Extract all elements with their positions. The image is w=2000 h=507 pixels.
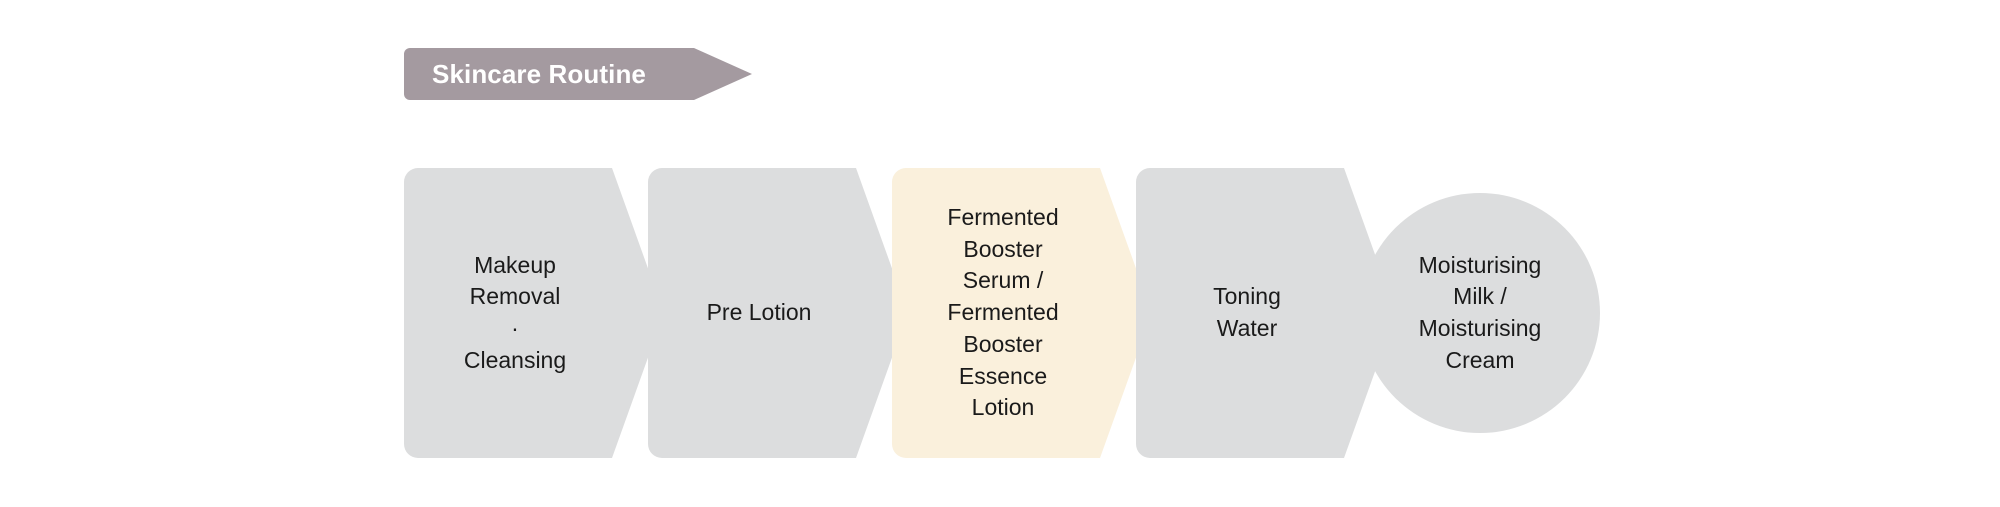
chevron-shape-icon (1136, 168, 1396, 458)
flow-stage-fermented-booster[interactable]: Fermented Booster Serum / Fermented Boos… (892, 168, 1152, 458)
skincare-routine-banner: Skincare Routine (404, 48, 752, 100)
skincare-routine-flow: Makeup Removal · Cleansing Pre Lotion Fe… (0, 168, 2000, 458)
flow-stage-pre-lotion[interactable]: Pre Lotion (648, 168, 908, 458)
flow-stage-makeup-removal-cleansing[interactable]: Makeup Removal · Cleansing (404, 168, 664, 458)
flow-stage-label: Moisturising Milk / Moisturising Cream (1418, 251, 1542, 373)
flow-stage-label: Makeup Removal · Cleansing (463, 251, 567, 373)
chevron-shape-icon (404, 168, 664, 458)
banner-arrow-shape (404, 48, 752, 100)
flow-stage-toning-water[interactable]: Toning Water (1136, 168, 1396, 458)
chevron-shape-highlighted-icon (892, 168, 1152, 458)
flow-stage-label: Pre Lotion (706, 299, 812, 326)
banner-title: Skincare Routine (432, 59, 646, 89)
flow-stage-label: Fermented Booster Serum / Fermented Boos… (947, 203, 1059, 421)
circle-shape-icon (1360, 193, 1600, 433)
chevron-shape-icon (648, 168, 908, 458)
flow-stage-label: Toning Water (1213, 283, 1281, 341)
flow-stage-moisturising[interactable]: Moisturising Milk / Moisturising Cream (1360, 168, 1600, 458)
